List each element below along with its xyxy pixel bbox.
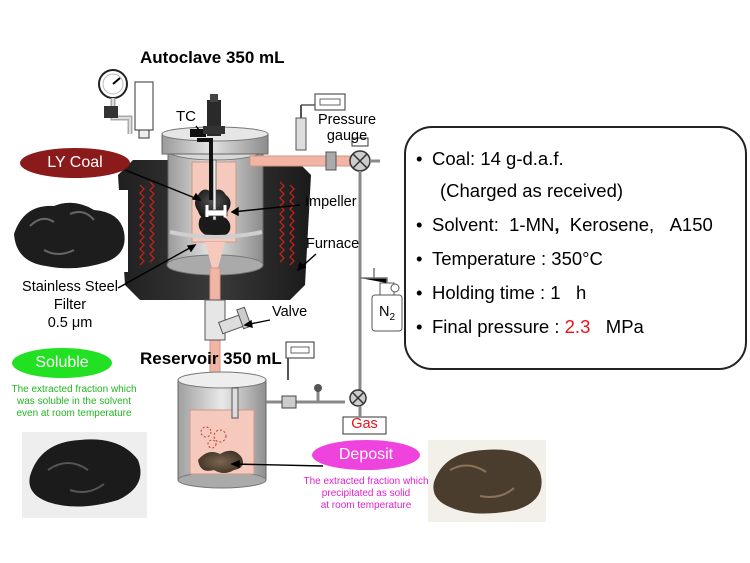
filter-label-line2: Filter (53, 297, 87, 313)
soluble-description-line1: The extracted fraction which (11, 384, 137, 395)
autoclave-vessel (161, 94, 269, 276)
gas-label: Gas (351, 416, 378, 432)
final-pressure-condition: •Final pressure : 2.3 MPa (416, 316, 644, 337)
final-pressure-unit: MPa (605, 316, 644, 337)
valve-label: Valve (272, 304, 308, 320)
reservoir-title: Reservoir 350 mL (140, 349, 282, 368)
deposit-badge-text: Deposit (338, 446, 394, 463)
n2-label-sub: 2 (389, 311, 396, 323)
deposit-description-line3: at room temperature (320, 500, 412, 511)
impeller-label: Impeller (305, 194, 357, 210)
solvent-1: 1-MN (509, 214, 555, 235)
holding-time-text: Holding time : 1 h (432, 282, 587, 303)
solvent-condition: •Solvent: 1-MN, Kerosene, A150 (416, 214, 713, 235)
temperature-text: Temperature : 350°C (432, 248, 603, 269)
furnace-label: Furnace (306, 236, 360, 252)
tc-label: TC (176, 108, 196, 125)
solvent-separator: , (554, 214, 560, 235)
temperature-condition: •Temperature : 350°C (416, 248, 603, 269)
soluble-description: The extracted fraction which was soluble… (0, 384, 148, 420)
transfer-pipe (204, 267, 252, 439)
soluble-description-line2: was soluble in the solvent (17, 396, 131, 407)
deposit-description-line1: The extracted fraction which (303, 476, 429, 487)
coal-condition: •Coal: 14 g-d.a.f. (416, 148, 564, 169)
soluble-photo (22, 432, 147, 518)
deposit-photo (428, 440, 546, 522)
deposit-badge: Deposit (312, 440, 420, 470)
conditions-box: •Coal: 14 g-d.a.f. (Charged as received)… (404, 126, 747, 370)
final-pressure-value: 2.3 (564, 316, 591, 337)
soluble-badge-text: Soluble (35, 354, 89, 371)
ly-coal-badge-text: LY Coal (47, 154, 103, 171)
pressure-gauge-label-line1: Pressure (317, 112, 377, 128)
pressure-gauge-label-line2: gauge (326, 128, 368, 144)
filter-label-line1: Stainless Steel (22, 279, 118, 295)
n2-label-main: N (379, 304, 390, 320)
deposit-description: The extracted fraction which precipitate… (276, 476, 456, 512)
coal-note: (Charged as received) (440, 180, 624, 201)
solvent-label: Solvent: (432, 214, 499, 235)
solvent-3: A150 (669, 214, 713, 235)
ly-coal-badge: LY Coal (20, 148, 130, 178)
gas-line (249, 93, 380, 410)
soluble-description-line3: even at room temperature (16, 408, 132, 419)
reservoir-vessel (177, 341, 367, 489)
filter-label-line3: 0.5 μm (47, 315, 93, 331)
coal-condition-text: Coal: 14 g-d.a.f. (432, 148, 564, 169)
callout-arrows (117, 125, 324, 469)
filter-label: Stainless Steel Filter 0.5 μm (14, 278, 126, 332)
n2-label: N2 (379, 304, 395, 323)
heater-coil (139, 181, 295, 266)
pressure-gauge-label: Pressure gauge (316, 112, 378, 144)
gas-box (342, 416, 387, 435)
holding-time-condition: •Holding time : 1 h (416, 282, 587, 303)
ly-coal-photo (8, 190, 128, 272)
soluble-badge: Soluble (12, 348, 112, 378)
final-pressure-label: Final pressure : (432, 316, 560, 337)
solvent-2: Kerosene, (569, 214, 655, 235)
pressure-gauge-dial (98, 69, 154, 139)
nitrogen-line (360, 268, 403, 332)
autoclave-title: Autoclave 350 mL (140, 48, 285, 67)
deposit-description-line2: precipitated as solid (321, 488, 411, 499)
